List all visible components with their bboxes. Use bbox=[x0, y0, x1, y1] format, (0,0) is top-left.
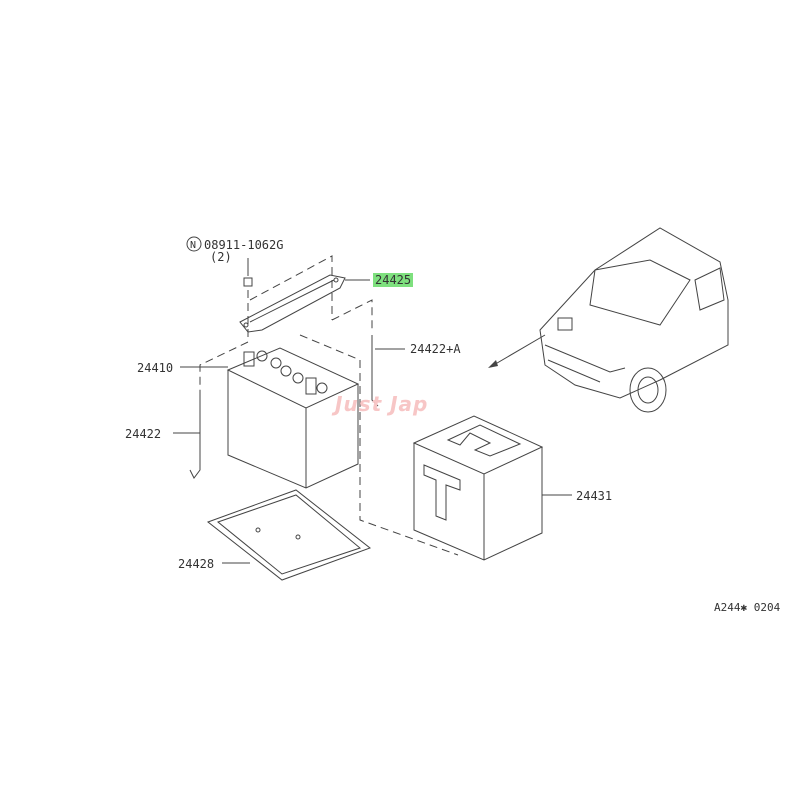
guide-line bbox=[199, 290, 249, 390]
vehicle-outline bbox=[488, 227, 729, 413]
part-quantity-nut: (2) bbox=[210, 250, 232, 264]
part-number-cover[interactable]: 24431 bbox=[576, 489, 613, 503]
guide-line bbox=[331, 299, 373, 330]
svg-text:N: N bbox=[190, 240, 196, 251]
part-number-nut: 08911-1062G bbox=[204, 238, 284, 252]
watermark-logo: Just Jap bbox=[335, 392, 429, 416]
guide-line bbox=[299, 334, 459, 556]
part-number-rod[interactable]: 24422 bbox=[125, 427, 162, 441]
part-number-rod-a[interactable]: 24422+A bbox=[410, 342, 461, 356]
part-number-battery[interactable]: 24410 bbox=[137, 361, 174, 375]
battery-cover bbox=[412, 415, 572, 561]
diagram-code: A244✱ 0204 bbox=[714, 601, 781, 614]
battery bbox=[180, 347, 360, 489]
nut-part-symbol: N bbox=[186, 236, 253, 287]
battery-clamp-bracket bbox=[239, 274, 370, 333]
guide-line bbox=[249, 255, 333, 320]
hold-down-rod-right bbox=[371, 335, 405, 407]
part-number-tray[interactable]: 24428 bbox=[178, 557, 215, 571]
hold-down-rod-left bbox=[173, 390, 201, 479]
part-number-bracket-highlighted[interactable]: 24425 bbox=[373, 273, 414, 287]
battery-tray bbox=[206, 489, 372, 581]
arrow-icon bbox=[488, 360, 498, 368]
